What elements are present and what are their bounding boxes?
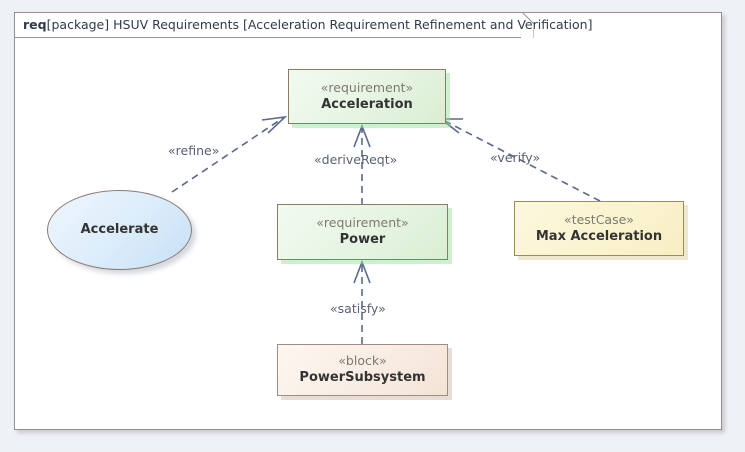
edge-label-satisfy: «satisfy»	[330, 301, 386, 316]
diagram-header-tab: req[package] HSUV Requirements [Accelera…	[14, 12, 592, 38]
diagram-qualifier: [package]	[46, 17, 110, 33]
node-max-acceleration[interactable]: «testCase» Max Acceleration	[514, 201, 684, 256]
edge-label-verify: «verify»	[490, 150, 541, 165]
header-tab-underline	[14, 37, 521, 38]
node-max-acceleration-name: Max Acceleration	[535, 228, 663, 244]
node-accelerate[interactable]: Accelerate	[47, 190, 192, 270]
node-acceleration-stereotype: «requirement»	[320, 79, 414, 95]
diagram-header-text: req[package] HSUV Requirements [Accelera…	[23, 19, 592, 32]
edge-label-derive-reqt: «deriveReqt»	[314, 152, 398, 167]
node-acceleration[interactable]: «requirement» Acceleration	[288, 69, 446, 124]
edge-label-refine: «refine»	[168, 143, 220, 158]
node-power-subsystem[interactable]: «block» PowerSubsystem	[277, 344, 448, 396]
node-power-subsystem-stereotype: «block»	[338, 353, 387, 369]
diagram-view-name: [Acceleration Requirement Refinement and…	[243, 17, 593, 33]
header-tab-notch-icon	[508, 12, 534, 38]
node-power-stereotype: «requirement»	[316, 215, 409, 231]
node-power[interactable]: «requirement» Power	[277, 204, 448, 260]
node-acceleration-name: Acceleration	[321, 96, 413, 112]
node-max-acceleration-stereotype: «testCase»	[564, 211, 634, 227]
diagram-keyword: req	[23, 17, 47, 33]
node-power-subsystem-name: PowerSubsystem	[299, 370, 426, 386]
node-accelerate-name: Accelerate	[80, 222, 159, 238]
node-power-name: Power	[339, 232, 386, 248]
diagram-package-name: HSUV Requirements	[113, 17, 240, 33]
